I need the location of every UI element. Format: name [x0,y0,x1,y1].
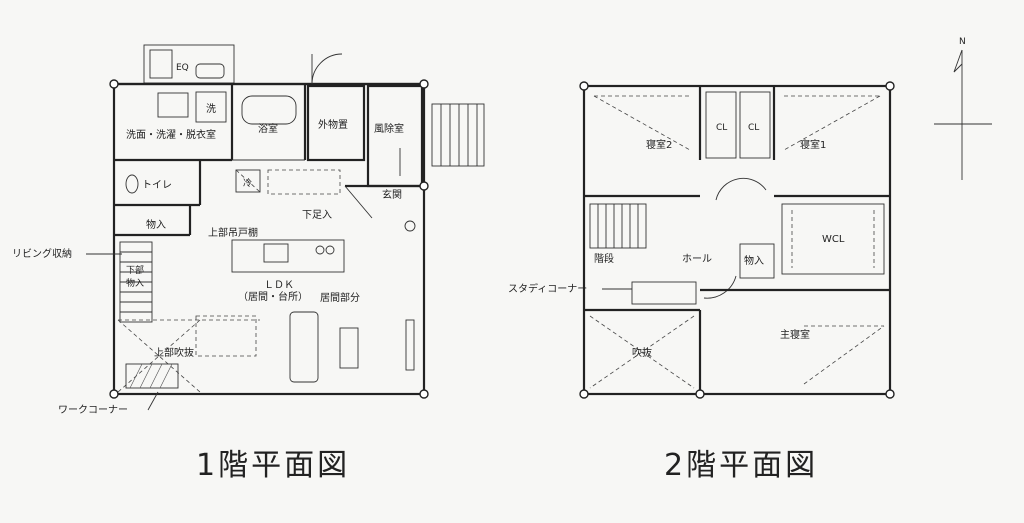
bedroom2-label: 寝室2 [646,138,672,151]
floor2-plan: 寝室2 CL CL 寝室1 階段 ホール WCL [508,81,895,483]
work-corner-counter [125,363,179,389]
void-label: 吹抜 [632,346,652,359]
ldk-label: ＬＤＫ [264,280,294,291]
master-bedroom-label: 主寝室 [780,328,810,341]
stairs-label: 階段 [594,252,614,265]
floor1-title: 1階平面図 [196,448,350,483]
ldk-sub-label: （居間・台所） [238,290,308,303]
under-storage-label-1: 下部 [126,264,144,276]
north-compass: N [934,37,992,180]
under-storage-label-2: 物入 [126,277,144,289]
upper-void-label: 上部吹抜 [154,346,194,359]
shoe-storage-label: 下足入 [302,209,332,221]
floor1-stairs [119,241,153,323]
work-corner-label: ワークコーナー [58,404,128,416]
storage2-label: 物入 [744,254,764,267]
entrance-label: 玄関 [382,188,402,201]
bath-label: 浴室 [258,122,278,135]
windbreak-label: 風除室 [374,122,404,135]
wcl-label: WCL [822,234,845,245]
floor2-stairs [589,203,647,249]
closet1-label: CL [716,123,727,133]
closet2-label: CL [748,123,759,133]
north-label: N [959,37,966,47]
bedroom1-label: 寝室1 [800,138,826,151]
hall-label: ホール [682,253,712,265]
living-part-label: 居間部分 [320,291,360,304]
living-storage-label: リビング収納 [12,247,72,260]
eq-label: EQ [176,63,189,73]
upper-cabinet-label: 上部吊戸棚 [208,226,258,239]
floor1-plan: EQ 洗 洗面・洗濯・脱衣室 浴室 外物置 風除室 [12,44,485,483]
washing-machine-label: 洗 [206,103,216,115]
study-corner-label: スタディコーナー [508,282,587,295]
outdoor-storage-label: 外物置 [318,118,348,131]
floor2-title: 2階平面図 [664,448,818,483]
fridge-label: 冷 [243,177,252,189]
floor1-exterior-steps [431,103,485,167]
washroom-label: 洗面・洗濯・脱衣室 [126,128,216,141]
toilet-label: トイレ [142,180,172,191]
storage-label: 物入 [146,218,166,231]
